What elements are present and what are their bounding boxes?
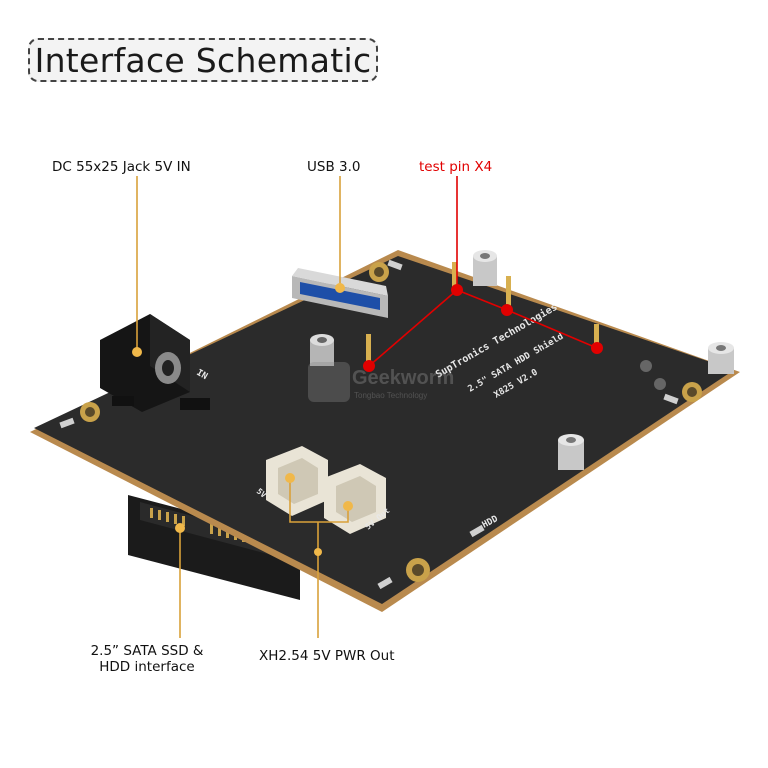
watermark: Geekworm Tongbao Technology: [308, 362, 454, 402]
page-title: Interface Schematic: [34, 40, 372, 80]
mounting-holes: [80, 262, 702, 582]
test-pin-dots: [363, 284, 603, 372]
label-usb: USB 3.0: [307, 159, 361, 175]
standoffs: [310, 250, 734, 470]
test-pin-lines: [368, 176, 598, 367]
watermark-sub: Tongbao Technology: [354, 391, 427, 400]
dc-jack: [100, 314, 210, 412]
label-sata: 2.5” SATA SSD & HDD interface: [82, 643, 212, 675]
label-sata-line1: 2.5” SATA SSD &: [90, 643, 204, 659]
callout-dots: [132, 283, 353, 556]
label-pwr-out: XH2.54 5V PWR Out: [259, 648, 395, 664]
test-pins: [366, 262, 599, 368]
label-dc-jack: DC 55x25 Jack 5V IN: [52, 159, 191, 175]
title-box: Interface Schematic: [28, 38, 378, 82]
label-test-pin: test pin X4: [419, 159, 493, 175]
callout-lines: [136, 176, 349, 638]
label-sata-line2: HDD interface: [99, 659, 195, 675]
board-in-mark: IN: [195, 368, 209, 382]
silkscreen-marks: [59, 259, 679, 590]
pcb-board: [30, 250, 740, 612]
watermark-brand: Geekworm: [352, 367, 454, 389]
